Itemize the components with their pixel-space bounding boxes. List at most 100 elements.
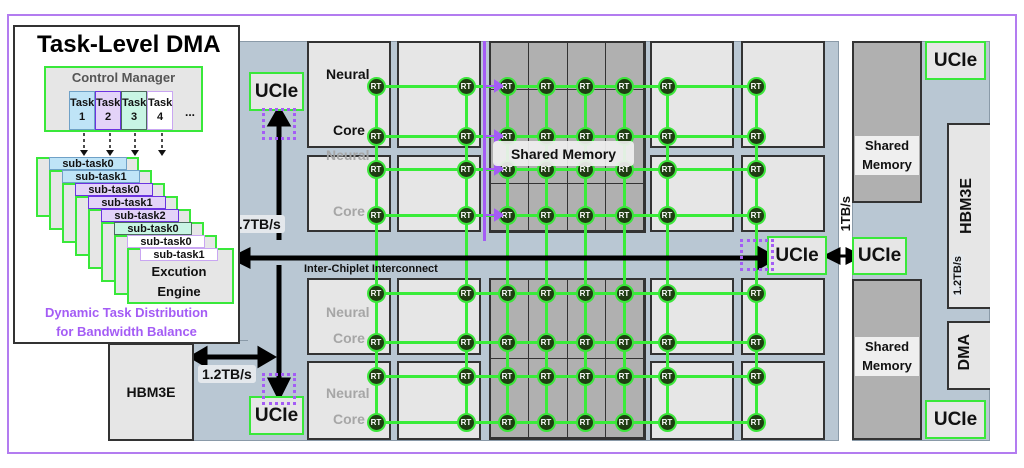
noc-link-horizontal [376, 340, 756, 344]
router-node: RT [456, 76, 476, 96]
dma-block-right [947, 321, 990, 390]
panel-title: Task-Level DMA [37, 31, 221, 59]
arrow-right-icon [257, 345, 277, 369]
router-node: RT [657, 366, 677, 386]
neural-core-label: Core [333, 203, 365, 219]
router-node: RT [657, 332, 677, 352]
hbm3e-left: HBM3E [108, 343, 194, 441]
router-node: RT [657, 412, 677, 432]
interconnect-text: Inter-Chiplet Interconnect [304, 263, 438, 275]
router-node: RT [536, 76, 556, 96]
task-number: 4 [156, 111, 164, 123]
ucie-port-outline [262, 108, 296, 140]
bandwidth-label-right: 1.2TB/s [952, 254, 964, 298]
arrow-up-icon [266, 104, 292, 127]
title-text: Task-Level DMA [37, 31, 221, 58]
shared-memory-bank [491, 280, 530, 359]
router-node: RT [746, 76, 766, 96]
shared-memory-bank [567, 359, 606, 438]
hbm-label: HBM3E [126, 384, 176, 400]
router-node: RT [456, 332, 476, 352]
neural-core-label: Core [333, 330, 365, 346]
router-node: RT [575, 76, 595, 96]
sub-task: sub-task2 [101, 209, 179, 222]
arrow-down-icon [266, 377, 292, 402]
ucie-right-main: UCIe [767, 236, 827, 275]
shared-memory-access-arrows [485, 79, 503, 222]
bw-text: 1.2TB/s [952, 256, 964, 296]
router-node: RT [746, 332, 766, 352]
router-node: RT [657, 205, 677, 225]
noc-link-vertical [464, 86, 468, 422]
ucie-label: UCIe [254, 404, 299, 426]
core-word: Core [333, 411, 365, 427]
router-node: RT [614, 205, 634, 225]
more-tasks-ellipsis: ... [185, 105, 195, 119]
ellipsis-text: ... [185, 105, 196, 119]
engine-line2: Engine [157, 284, 201, 299]
router-node: RT [657, 126, 677, 146]
router-node: RT [746, 412, 766, 432]
ucie-port-outline [740, 239, 774, 271]
router-node: RT [657, 159, 677, 179]
router-node: RT [366, 76, 386, 96]
cm-text: Control Manager [71, 70, 176, 85]
sub-task: sub-task0 [49, 157, 127, 170]
shared-memory-access-line [483, 41, 486, 241]
sub-task: sub-task1 [88, 196, 166, 209]
noc-link-vertical [665, 86, 669, 422]
sub-task: sub-task1 [140, 248, 218, 261]
router-node: RT [614, 366, 634, 386]
task-label: Task [70, 97, 95, 109]
router-node: RT [456, 159, 476, 179]
noc-link-vertical [505, 86, 509, 422]
link-bandwidth-label: 1TB/s [838, 196, 853, 231]
noc-link-horizontal [376, 374, 756, 378]
router-node: RT [575, 332, 595, 352]
ucie-label: UCIe [933, 49, 978, 71]
ucie-right-bottom: UCIe [925, 400, 986, 439]
neural-core-label: Core [333, 122, 365, 138]
bw-text: 2.7TB/s [231, 216, 281, 232]
task-number: 1 [78, 111, 86, 123]
shared-memory-label: Shared Memory [493, 141, 634, 166]
neural-word: Neural [326, 304, 370, 320]
hbm3e-right-label: HBM3E [958, 178, 976, 234]
noc-link-vertical [374, 86, 378, 422]
noc-link-horizontal [376, 167, 756, 171]
noc-link-vertical [622, 86, 626, 422]
caption-line2: for Bandwidth Balance [56, 324, 197, 339]
router-node: RT [746, 126, 766, 146]
sm-line1: Shared [864, 339, 910, 354]
caption-line1: Dynamic Task Distribution [44, 305, 208, 320]
router-node: RT [575, 283, 595, 303]
router-node: RT [575, 366, 595, 386]
arrow-down-icon [131, 150, 139, 156]
bw-text: 1.2TB/s [202, 366, 252, 382]
router-node: RT [536, 205, 556, 225]
core-word: Core [333, 203, 365, 219]
shared-memory-text: Shared Memory [510, 145, 617, 162]
noc-link-vertical [754, 86, 758, 422]
arrow-down-icon [80, 150, 88, 156]
neural-word: Neural [326, 66, 370, 82]
router-node: RT [614, 76, 634, 96]
router-node: RT [746, 283, 766, 303]
router-node: RT [497, 412, 517, 432]
dma-caption: Dynamic Task Distribution for Bandwidth B… [15, 303, 238, 341]
shared-memory-bank [529, 359, 568, 438]
shared-memory-bank [605, 359, 644, 438]
sub-task: sub-task0 [75, 183, 153, 196]
task-4: Task 4 [147, 91, 173, 130]
task-label: Task [148, 97, 173, 109]
router-node: RT [366, 159, 386, 179]
ucie-top-left: UCIe [249, 72, 304, 111]
dma-text: DMA [956, 334, 973, 371]
arrow-down-icon [106, 150, 114, 156]
shared-memory-bank [491, 184, 530, 231]
router-node: RT [456, 283, 476, 303]
